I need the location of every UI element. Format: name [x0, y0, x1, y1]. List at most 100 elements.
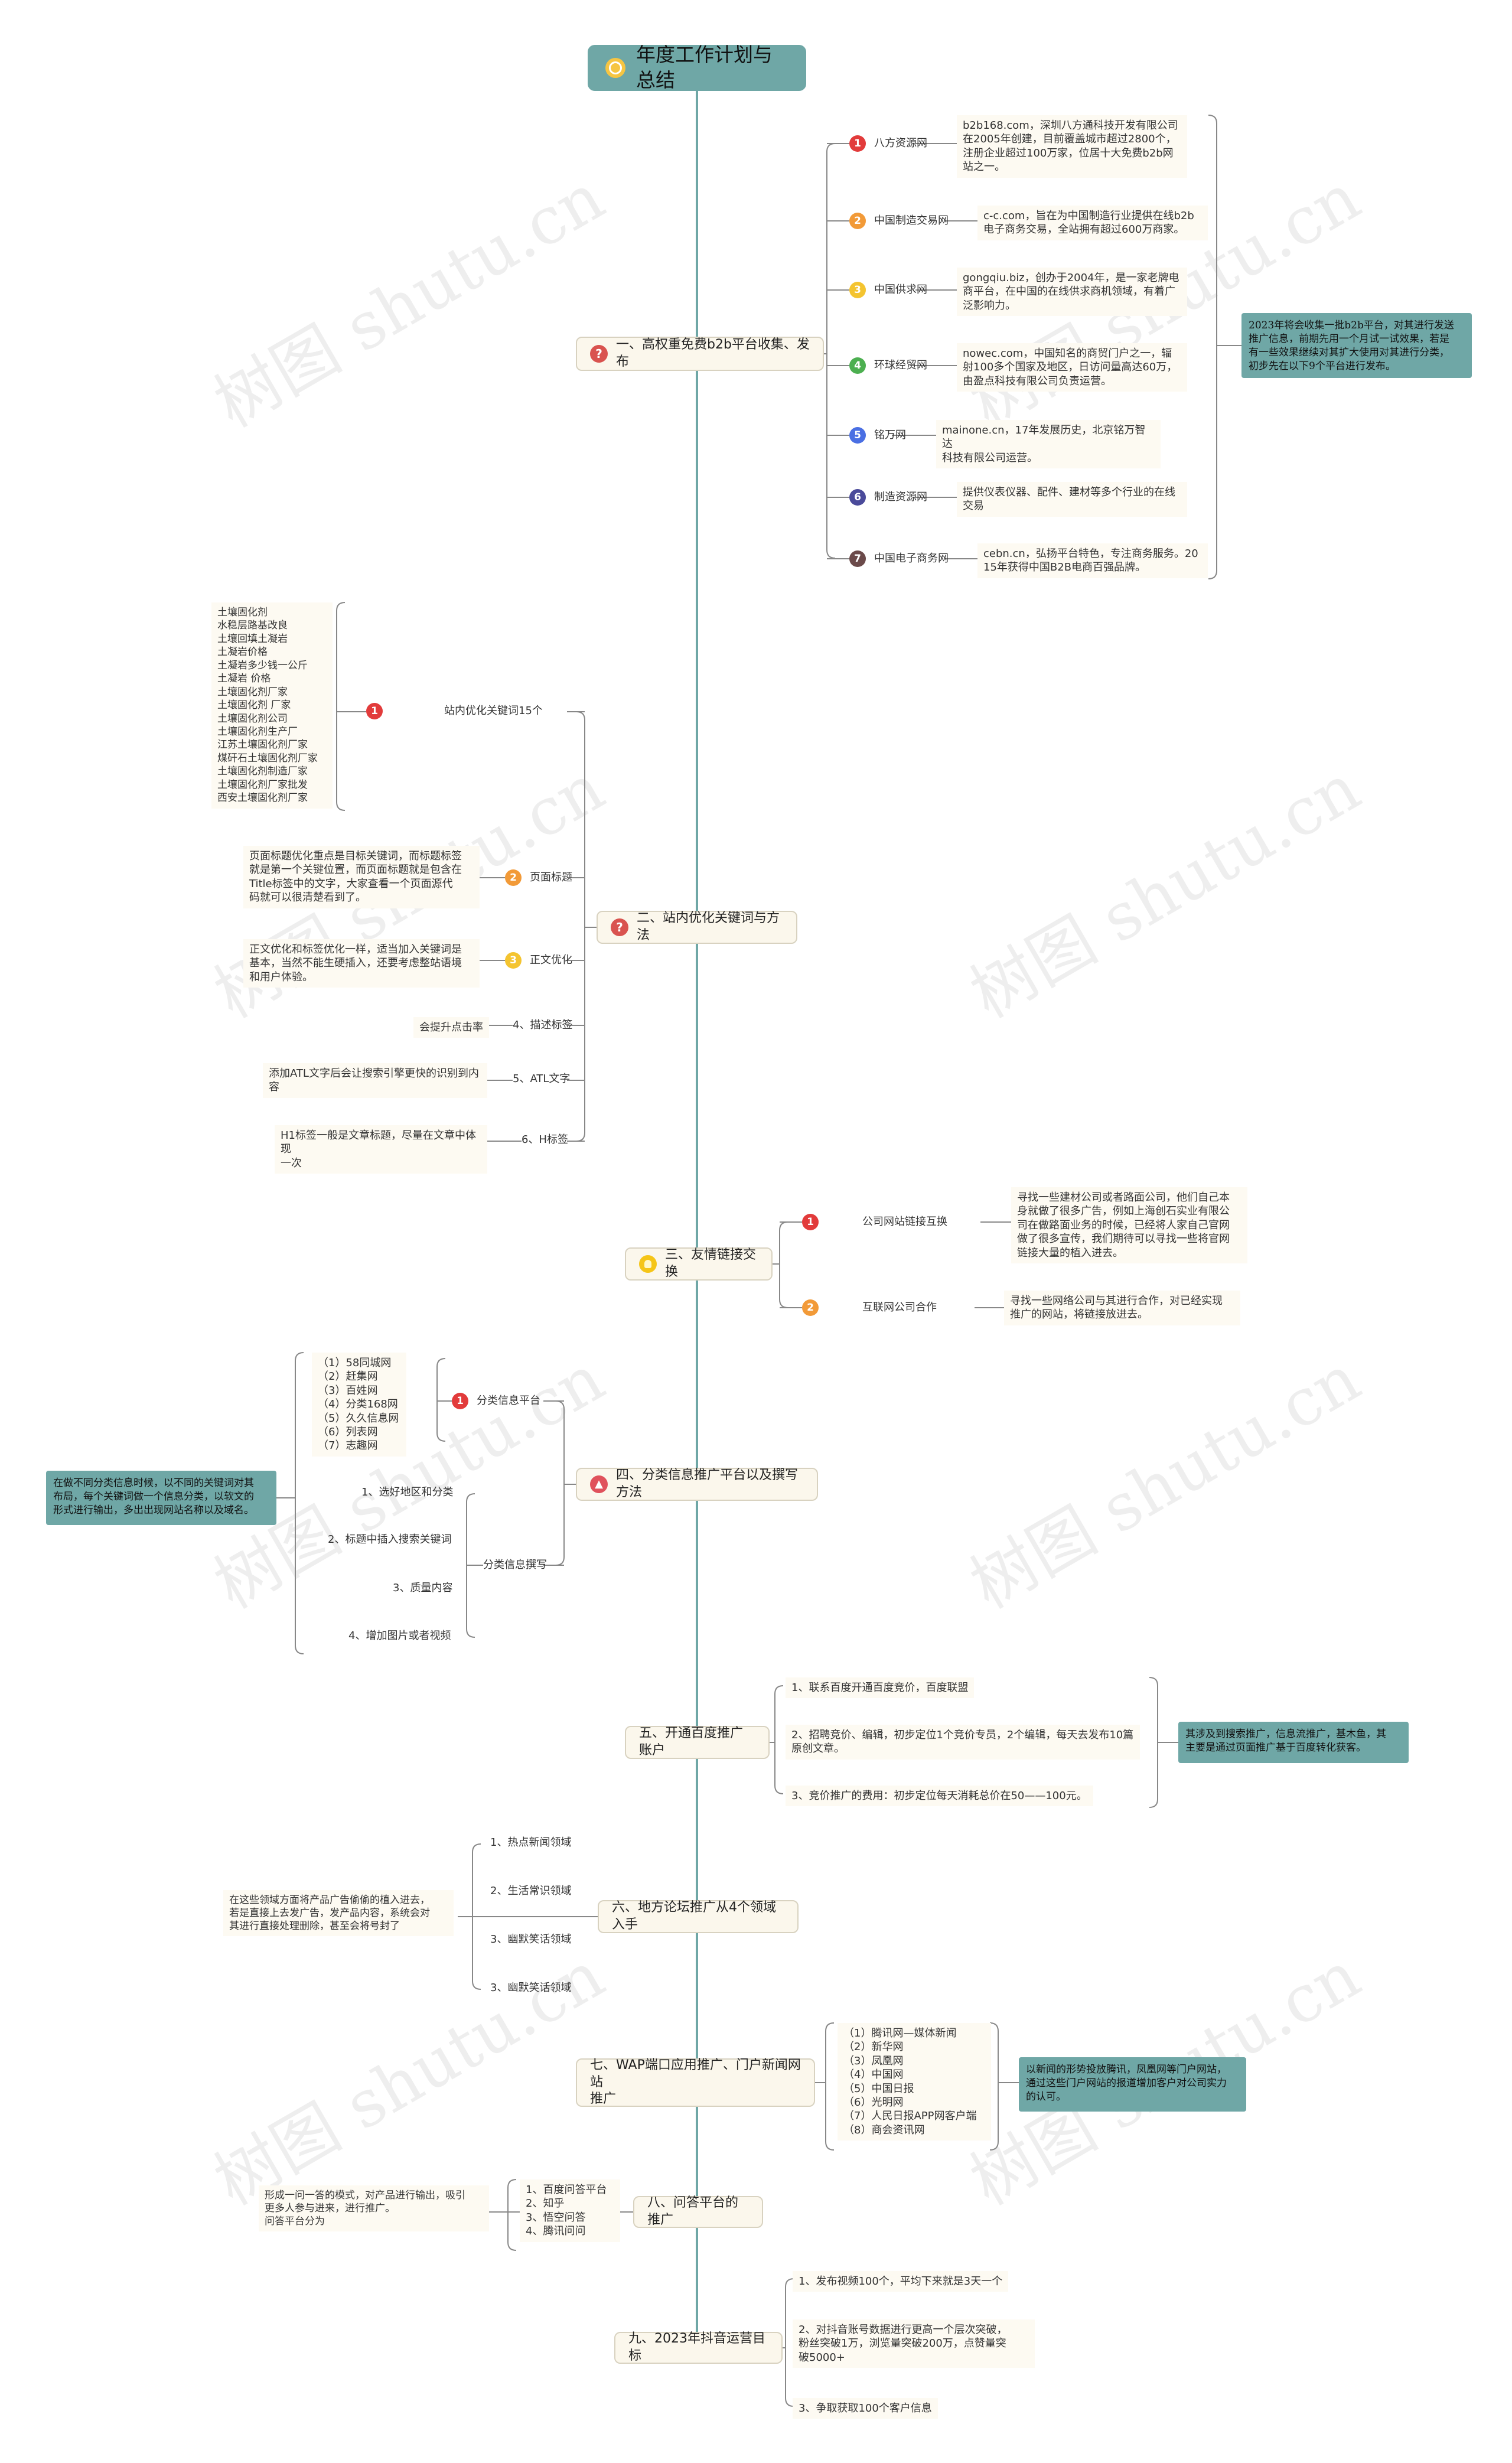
bracket-line — [295, 1352, 304, 1654]
bracket-line — [825, 2022, 835, 2151]
s5-item-3: 3、竞价推广的费用：初步定位每天消耗总价在50——100元。 — [786, 1786, 1093, 1807]
question-icon: ? — [590, 345, 608, 363]
s1-label-6[interactable]: 6 制造资源网 — [849, 489, 927, 506]
bracket-line — [774, 1685, 784, 1794]
bracket-line — [436, 1358, 446, 1442]
s5-summary-note: 其涉及到搜索推广，信息流推广，基木鱼，其 主要是通过页面推广基于百度转化获客。 — [1178, 1722, 1409, 1763]
s6-item-1[interactable]: 1、热点新闻领域 — [490, 1836, 571, 1849]
section-3[interactable]: 三、友情链接交换 — [625, 1247, 773, 1281]
section-title: 七、WAP端口应用推广、门户新闻网站 推广 — [590, 2058, 801, 2107]
s6-item-4[interactable]: 3、幽默笑话领域 — [490, 1981, 571, 1995]
label-text: 站内优化关键词15个 — [444, 705, 543, 718]
label-text: 公司网站链接互换 — [862, 1216, 947, 1229]
section-title: 二、站内优化关键词与方法 — [637, 911, 780, 943]
lightbulb-icon — [639, 1255, 657, 1273]
s4-label-writing[interactable]: 分类信息撰写 — [483, 1558, 547, 1572]
label-text: 6、H标签 — [522, 1133, 568, 1146]
bracket-line — [576, 711, 585, 1142]
s4-label-platform[interactable]: 1 分类信息平台 — [452, 1393, 540, 1409]
root-node[interactable]: 年度工作计划与总结 — [588, 43, 806, 92]
number-badge-3: 3 — [505, 952, 522, 969]
section-title: 八、问答平台的推广 — [647, 2195, 739, 2227]
label-text: 3、幽默笑话领域 — [490, 1982, 572, 1994]
section-1[interactable]: ? 一、高权重免费b2b平台收集、发布 — [576, 337, 824, 371]
s9-item-3: 3、争取获取100个客户信息 — [793, 2398, 938, 2419]
section-4[interactable]: ▲ 四、分类信息推广平台以及撰写方法 — [576, 1468, 818, 1501]
s2-text-2: 页面标题优化重点是目标关键词，而标题标签 就是第一个关键位置，而页面标题就是包含… — [243, 846, 480, 908]
number-badge-6: 6 — [849, 489, 866, 506]
s1-text-3: gongqiu.biz，创办于2004年，是一家老牌电 商平台，在中国的在线供求… — [957, 268, 1187, 317]
s2-keyword-list: 土壤固化剂 水稳层路基改良 土壤回填土凝岩 土凝岩价格 土凝岩多少钱一公斤 土凝… — [211, 602, 333, 809]
s3-text-2: 寻找一些网络公司与其进行合作，对已经实现 推广的网站，将链接放进去。 — [1004, 1291, 1240, 1325]
award-icon — [605, 58, 625, 78]
section-9[interactable]: 九、2023年抖音运营目标 — [614, 2331, 783, 2364]
s4-writing-item-3[interactable]: 3、质量内容 — [393, 1581, 452, 1595]
s3-label-1[interactable]: 1 公司网站链接互换 — [802, 1214, 947, 1230]
s2-text-3: 正文优化和标签优化一样，适当加入关键词是 基本，当然不能生硬插入，还要考虑整站语… — [243, 939, 480, 988]
s1-text-7: cebn.cn，弘扬平台特色，专注商务服务。20 15年获得中国B2B电商百强品… — [977, 543, 1208, 578]
label-text: 制造资源网 — [874, 491, 927, 504]
section-title: 六、地方论坛推广从4个领域入手 — [612, 1900, 776, 1932]
number-badge-1: 1 — [802, 1214, 819, 1230]
section-title: 四、分类信息推广平台以及撰写方法 — [616, 1468, 799, 1500]
s1-label-4[interactable]: 4 环球经贸网 — [849, 357, 927, 374]
section-5[interactable]: 五、开通百度推广账户 — [625, 1726, 770, 1759]
s1-label-7[interactable]: 7 中国电子商务网 — [849, 550, 949, 567]
label-text: 1、热点新闻领域 — [490, 1836, 572, 1849]
s1-text-6: 提供仪表仪器、配件、建材等多个行业的在线 交易 — [957, 482, 1187, 517]
label-text: 4、增加图片或者视频 — [348, 1630, 451, 1642]
bracket-line — [555, 1400, 565, 1566]
s2-label-2[interactable]: 2 页面标题 — [505, 869, 572, 886]
label-text: 八方资源网 — [874, 137, 927, 150]
s1-text-2: c-c.com，旨在为中国制造行业提供在线b2b 电子商务交易，全站拥有超过60… — [977, 206, 1208, 240]
s2-label-5[interactable]: 5、ATL文字 — [513, 1072, 570, 1086]
bracket-line — [785, 2278, 794, 2407]
s3-text-1: 寻找一些建材公司或者路面公司，他们自己本 身就做了很多广告，例如上海创石实业有限… — [1011, 1187, 1247, 1263]
s2-text-5: 添加ATL文字后会让搜索引擎更快的识别到内 容 — [263, 1063, 487, 1098]
s9-item-2: 2、对抖音账号数据进行更高一个层次突破， 粉丝突破1万，浏览量突破200万，点赞… — [793, 2319, 1035, 2368]
section-7[interactable]: 七、WAP端口应用推广、门户新闻网站 推广 — [576, 2058, 815, 2107]
s1-label-3[interactable]: 3 中国供求网 — [849, 282, 927, 298]
number-badge-1: 1 — [849, 135, 866, 152]
section-title: 九、2023年抖音运营目标 — [628, 2331, 765, 2363]
s8-platform-list: 1、百度问答平台 2、知乎 3、悟空问答 4、腾讯问问 — [520, 2179, 620, 2242]
s5-item-2: 2、招聘竞价、编辑，初步定位1个竞价专员，2个编辑，每天去发布10篇 原创文章。 — [786, 1725, 1140, 1760]
label-text: 3、幽默笑话领域 — [490, 1933, 572, 1946]
s2-label-6[interactable]: 6、H标签 — [522, 1133, 568, 1146]
section-2[interactable]: ? 二、站内优化关键词与方法 — [597, 911, 797, 944]
number-badge-5: 5 — [849, 427, 866, 444]
s3-label-2[interactable]: 2 互联网公司合作 — [802, 1299, 937, 1316]
label-text: 2、标题中插入搜索关键词 — [328, 1533, 452, 1546]
s2-label-3[interactable]: 3 正文优化 — [505, 952, 572, 969]
s2-label-1[interactable]: 1 站内优化关键词15个 — [366, 703, 543, 719]
bracket-line — [507, 2179, 517, 2251]
number-badge-1: 1 — [366, 703, 383, 719]
s1-label-2[interactable]: 2 中国制造交易网 — [849, 213, 949, 229]
s4-writing-item-4[interactable]: 4、增加图片或者视频 — [348, 1629, 451, 1643]
number-badge-7: 7 — [849, 550, 866, 567]
number-badge-2: 2 — [505, 869, 522, 886]
s1-summary-note: 2023年将会收集一批b2b平台，对其进行发送 推广信息，前期先用一个月试一试效… — [1241, 313, 1472, 378]
s8-note: 形成一问一答的模式，对产品进行输出，吸引 更多人参与进来，进行推广。 问答平台分… — [259, 2185, 489, 2232]
s7-summary-note: 以新闻的形势投放腾讯，凤凰网等门户网站， 通过这些门户网站的报道增加客户对公司实… — [1019, 2057, 1246, 2112]
s1-label-1[interactable]: 1 八方资源网 — [849, 135, 927, 152]
number-badge-2: 2 — [802, 1299, 819, 1316]
label-text: 铭万网 — [874, 429, 906, 442]
s2-text-4: 会提升点击率 — [413, 1017, 489, 1038]
s4-writing-item-1[interactable]: 1、选好地区和分类 — [361, 1485, 453, 1499]
s4-summary-note: 在做不同分类信息时候，以不同的关键词对其 布局，每个关键词做一个信息分类，以软文… — [46, 1471, 276, 1525]
s2-label-4[interactable]: 4、描述标签 — [513, 1018, 572, 1032]
section-title: 三、友情链接交换 — [665, 1247, 757, 1279]
label-text: 5、ATL文字 — [513, 1073, 571, 1085]
s6-note: 在这些领域方面将产品广告偷偷的植入进去， 若是直接上去发广告，发产品内容，系统会… — [223, 1890, 454, 1937]
s1-text-5: mainone.cn，17年发展历史，北京铭万智达 科技有限公司运营。 — [936, 420, 1161, 469]
s6-item-3[interactable]: 3、幽默笑话领域 — [490, 1933, 571, 1946]
s4-writing-item-2[interactable]: 2、标题中插入搜索关键词 — [328, 1533, 451, 1546]
s6-item-2[interactable]: 2、生活常识领域 — [490, 1884, 571, 1898]
s1-label-5[interactable]: 5 铭万网 — [849, 427, 906, 444]
section-8[interactable]: 八、问答平台的推广 — [633, 2195, 763, 2228]
bracket-line — [1149, 1677, 1158, 1808]
number-badge-2: 2 — [849, 213, 866, 229]
section-6[interactable]: 六、地方论坛推广从4个领域入手 — [598, 1900, 799, 1933]
